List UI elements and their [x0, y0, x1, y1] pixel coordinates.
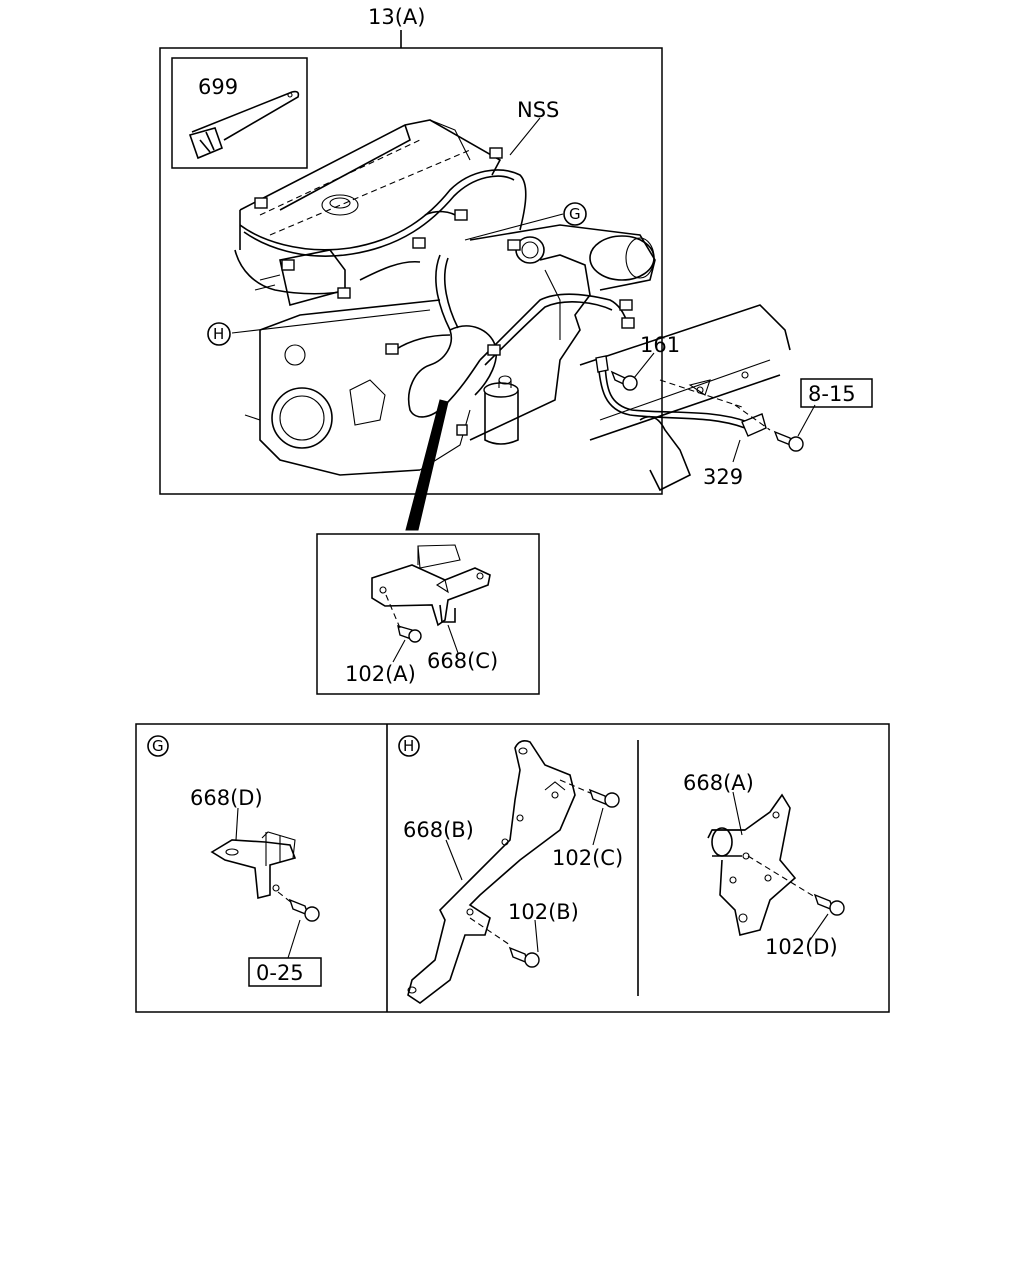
- ref-box-0-25[interactable]: 0-25: [248, 957, 322, 987]
- label-668b[interactable]: 668(B): [403, 818, 474, 842]
- label-102d[interactable]: 102(D): [765, 935, 838, 959]
- bottom-views-frame: [135, 723, 890, 1013]
- detail-arrow: [405, 399, 449, 531]
- view-h-marker: H: [398, 735, 420, 757]
- label-161[interactable]: 161: [640, 333, 680, 357]
- label-102a[interactable]: 102(A): [345, 662, 416, 686]
- view-h-marker-text: H: [403, 737, 414, 755]
- label-13a[interactable]: 13(A): [368, 5, 425, 29]
- callout-h-text: H: [213, 325, 224, 343]
- label-668d[interactable]: 668(D): [190, 786, 263, 810]
- label-668c[interactable]: 668(C): [427, 649, 498, 673]
- wiring-harness: [231, 117, 635, 436]
- view-g-marker-text: G: [152, 737, 164, 755]
- label-329[interactable]: 329: [703, 465, 743, 489]
- label-102c[interactable]: 102(C): [552, 846, 623, 870]
- detail-box-c: [316, 533, 540, 695]
- view-668a: [707, 791, 845, 941]
- label-nss[interactable]: NSS: [517, 98, 559, 122]
- ref-8-15-text: 8-15: [808, 382, 856, 406]
- engine-frame: [159, 30, 663, 495]
- clip-inset: [171, 57, 308, 169]
- frame-rail: [579, 304, 816, 492]
- view-g: G: [147, 735, 320, 959]
- view-g-marker: G: [147, 735, 169, 757]
- callout-g-text: G: [569, 205, 581, 223]
- engine-block: [239, 119, 656, 476]
- callout-h[interactable]: H: [207, 322, 231, 346]
- label-668a[interactable]: 668(A): [683, 771, 754, 795]
- view-h: H: [398, 735, 620, 1004]
- label-102b[interactable]: 102(B): [508, 900, 579, 924]
- label-699[interactable]: 699: [198, 75, 238, 99]
- callout-g[interactable]: G: [563, 202, 587, 226]
- ref-0-25-text: 0-25: [256, 961, 304, 985]
- ref-box-8-15[interactable]: 8-15: [800, 378, 873, 408]
